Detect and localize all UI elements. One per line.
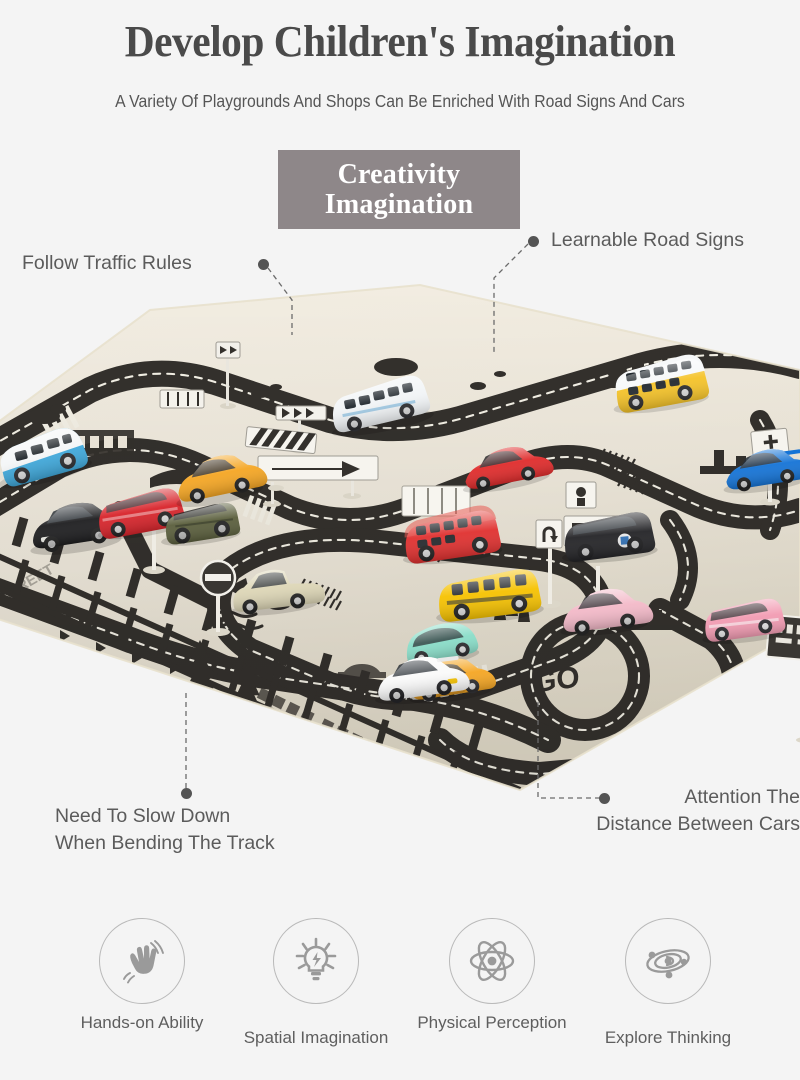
- callout-need-to-slow-down: Need To Slow Down When Bending The Track: [55, 803, 275, 857]
- barrier-fence-white: [401, 485, 471, 517]
- toy-car-yellow-school-bus: [436, 569, 544, 624]
- toy-car-pink-suv: [560, 588, 654, 636]
- feature-ring-2: [449, 918, 535, 1004]
- u-turn-sign: [535, 519, 563, 608]
- feature-label-3: Explore Thinking: [604, 1028, 732, 1047]
- toy-car-red-van: [97, 488, 189, 540]
- toy-car-olive-jeep: [161, 502, 241, 546]
- callout-dot-need-to-slow-down: [181, 788, 192, 799]
- crossing-sign: [215, 341, 241, 409]
- toy-car-yellow-double-decker-bus: [613, 354, 709, 414]
- feature-ring-3: [625, 918, 711, 1004]
- no-entry-sign: [199, 559, 237, 636]
- toy-car-blue-sports-car: [723, 449, 800, 494]
- callout-dist-line-2: Distance Between Cars: [596, 812, 800, 835]
- feature-hands-on-ability: Hands-on Ability: [42, 918, 242, 1033]
- callout-learnable-road-signs: Learnable Road Signs: [551, 229, 744, 251]
- callout-dot-learnable-road-signs: [528, 236, 539, 247]
- callout-attention-distance: Attention The Distance Between Cars: [534, 784, 800, 838]
- toy-car-white-city-bus: [331, 375, 434, 437]
- feature-ring-0: [99, 918, 185, 1004]
- callout-slow-line-2: When Bending The Track: [55, 831, 275, 854]
- callout-slow-line-1: Need To Slow Down: [55, 805, 231, 827]
- play-mat-illustration: GO: [0, 283, 800, 792]
- toy-car-blue-vw-bus: [0, 428, 92, 489]
- callout-follow-traffic-rules: Follow Traffic Rules: [22, 252, 192, 274]
- page-title: Develop Children's Imagination: [124, 17, 676, 66]
- feature-label-0: Hands-on Ability: [80, 1013, 204, 1032]
- toy-car-black-truck: [562, 512, 658, 563]
- toy-car-red-double-decker-bus: [403, 505, 503, 565]
- feature-spatial-imagination: Spatial Imagination: [216, 918, 416, 1048]
- feature-label-2: Physical Perception: [417, 1013, 567, 1032]
- atom-icon: [469, 941, 515, 981]
- toy-car-red-sports-car: [462, 447, 554, 493]
- feature-icons-row: Hands-on Ability: [0, 912, 800, 1080]
- play-mat-photo: GO: [0, 270, 800, 810]
- feature-physical-perception: Physical Perception: [392, 918, 592, 1033]
- badge-line-2: Imagination: [324, 188, 474, 220]
- creativity-imagination-badge: Creativity Imagination: [278, 150, 520, 229]
- callout-dot-follow-traffic-rules: [258, 259, 269, 270]
- fence-barrier: [159, 389, 205, 409]
- feature-explore-thinking: Explore Thinking: [568, 918, 768, 1048]
- feature-ring-1: [273, 918, 359, 1004]
- arrow-sign: [257, 455, 379, 507]
- callout-dist-line-1: Attention The: [684, 786, 800, 808]
- toy-car-beige-pickup: [230, 569, 326, 616]
- badge-line-1: Creativity: [337, 159, 461, 191]
- toy-car-orange-hatchback: [176, 455, 268, 508]
- toy-car-pink-van: [702, 598, 786, 644]
- orbit-planets-icon: [646, 949, 690, 979]
- lightbulb-idea-icon: [295, 937, 337, 981]
- feature-label-1: Spatial Imagination: [243, 1028, 389, 1047]
- striped-barrier: [244, 426, 318, 491]
- hand-wave-icon: [123, 940, 164, 984]
- callout-dot-attention-distance: [599, 793, 610, 804]
- toy-car-white-race-car: [375, 655, 470, 705]
- page-subtitle: A Variety Of Playgrounds And Shops Can B…: [115, 91, 685, 111]
